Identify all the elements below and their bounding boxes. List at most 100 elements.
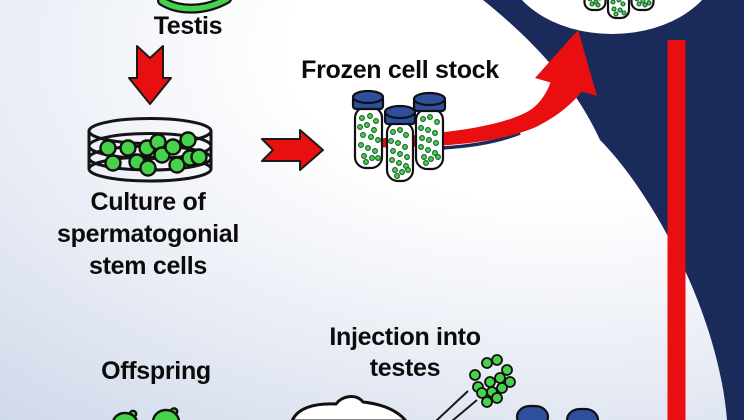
cell-dots xyxy=(634,0,652,8)
cell-dot xyxy=(388,138,394,144)
cell-dot xyxy=(404,154,410,160)
injection-line-1: Injection into xyxy=(329,323,481,351)
cell-dot xyxy=(421,154,427,160)
cell-dot xyxy=(428,156,434,162)
cell-dot xyxy=(616,0,622,3)
cell-dot xyxy=(375,155,381,161)
cell-dot xyxy=(620,1,626,7)
arrow-down-icon xyxy=(128,45,172,105)
cell-dot xyxy=(425,127,431,133)
cell-dot xyxy=(371,127,377,133)
background-swoosh xyxy=(483,0,744,420)
recipient-mouse-icon xyxy=(290,395,408,420)
cell-dot xyxy=(587,0,593,2)
testes-icon xyxy=(515,404,600,420)
cell-dot xyxy=(595,2,601,8)
cell-dot xyxy=(359,115,365,121)
cell-dot xyxy=(434,119,440,125)
cell-dot xyxy=(357,124,363,130)
mouse-body xyxy=(112,411,138,420)
cell-dots xyxy=(610,0,627,17)
cell-dot xyxy=(611,6,617,12)
culture-line-1: Culture of xyxy=(90,188,206,216)
cell-dot xyxy=(399,169,405,175)
cell-dot xyxy=(373,118,379,124)
injection-line-2: testes xyxy=(369,354,441,382)
cell-dot xyxy=(435,154,441,160)
cell-dot xyxy=(390,129,396,135)
cell-dot xyxy=(425,147,431,153)
cell-dot xyxy=(368,134,374,140)
vial-cap-top xyxy=(383,104,417,120)
cell-dot xyxy=(504,376,516,388)
cell-dot xyxy=(361,153,367,159)
cell-dot xyxy=(617,7,623,13)
cell-dot xyxy=(358,142,364,148)
cell-dot xyxy=(469,369,481,381)
cell-dot xyxy=(423,160,429,166)
cell-dot xyxy=(397,127,403,133)
vial-cap-top xyxy=(412,91,447,107)
testis-label: Testis xyxy=(153,12,223,40)
cell-dot xyxy=(363,159,369,165)
petri-dish-icon xyxy=(87,117,213,183)
cell-dot xyxy=(119,139,137,157)
cryovial-icon xyxy=(383,104,417,183)
cell-dots xyxy=(388,127,411,179)
cell-dot xyxy=(496,382,508,394)
cell-dot xyxy=(613,11,619,17)
cell-dots xyxy=(357,113,381,165)
curved-arrow-underline xyxy=(441,131,521,150)
injection-label: Injection into testes xyxy=(315,322,495,384)
cell-dot xyxy=(640,0,646,4)
injection-needle-icon xyxy=(435,390,478,420)
cell-dot xyxy=(164,138,182,156)
cell-dot xyxy=(418,125,424,131)
cell-dot xyxy=(364,122,370,128)
cell-dot xyxy=(403,132,409,138)
cell-dot xyxy=(491,354,503,366)
injected-cells-icon xyxy=(469,354,516,408)
cell-dot xyxy=(634,0,640,2)
testis-right xyxy=(565,407,600,420)
cell-dot xyxy=(610,0,616,5)
cell-dot xyxy=(432,150,438,156)
cell-dot xyxy=(360,132,366,138)
cell-dot xyxy=(501,364,513,376)
cell-dot xyxy=(427,114,433,120)
cell-dot xyxy=(642,2,648,8)
cell-dot xyxy=(365,145,371,151)
cell-dot xyxy=(405,167,411,173)
cell-dot xyxy=(397,151,403,157)
cell-dot xyxy=(104,154,122,172)
cell-dot xyxy=(390,148,396,154)
cell-dot xyxy=(99,139,117,157)
cell-dot xyxy=(394,173,400,179)
culture-line-3: stem cells xyxy=(89,252,207,280)
vial-cap-top xyxy=(351,89,385,105)
cryovial-group xyxy=(351,89,447,183)
cell-dots xyxy=(418,114,441,166)
cell-dot xyxy=(179,131,197,149)
cell-dot xyxy=(646,0,652,6)
cell-dot xyxy=(389,157,395,163)
cell-dot xyxy=(494,372,506,384)
cultured-cells xyxy=(99,131,208,177)
cell-dot xyxy=(392,167,398,173)
testis-organ-icon xyxy=(157,0,232,14)
cell-dot xyxy=(432,130,438,136)
testis-body xyxy=(159,0,230,12)
cell-dot xyxy=(621,10,627,16)
offspring-label: Offspring xyxy=(101,357,211,385)
mouse-body xyxy=(151,408,181,420)
offspring-mouse-icon xyxy=(112,407,181,420)
cryovial-icon xyxy=(351,89,385,170)
cell-dot xyxy=(433,140,439,146)
cell-dot xyxy=(426,137,432,143)
cell-dot xyxy=(375,137,381,143)
cell-dot xyxy=(168,156,186,174)
cell-dot xyxy=(418,144,424,150)
cell-dot xyxy=(402,144,408,150)
